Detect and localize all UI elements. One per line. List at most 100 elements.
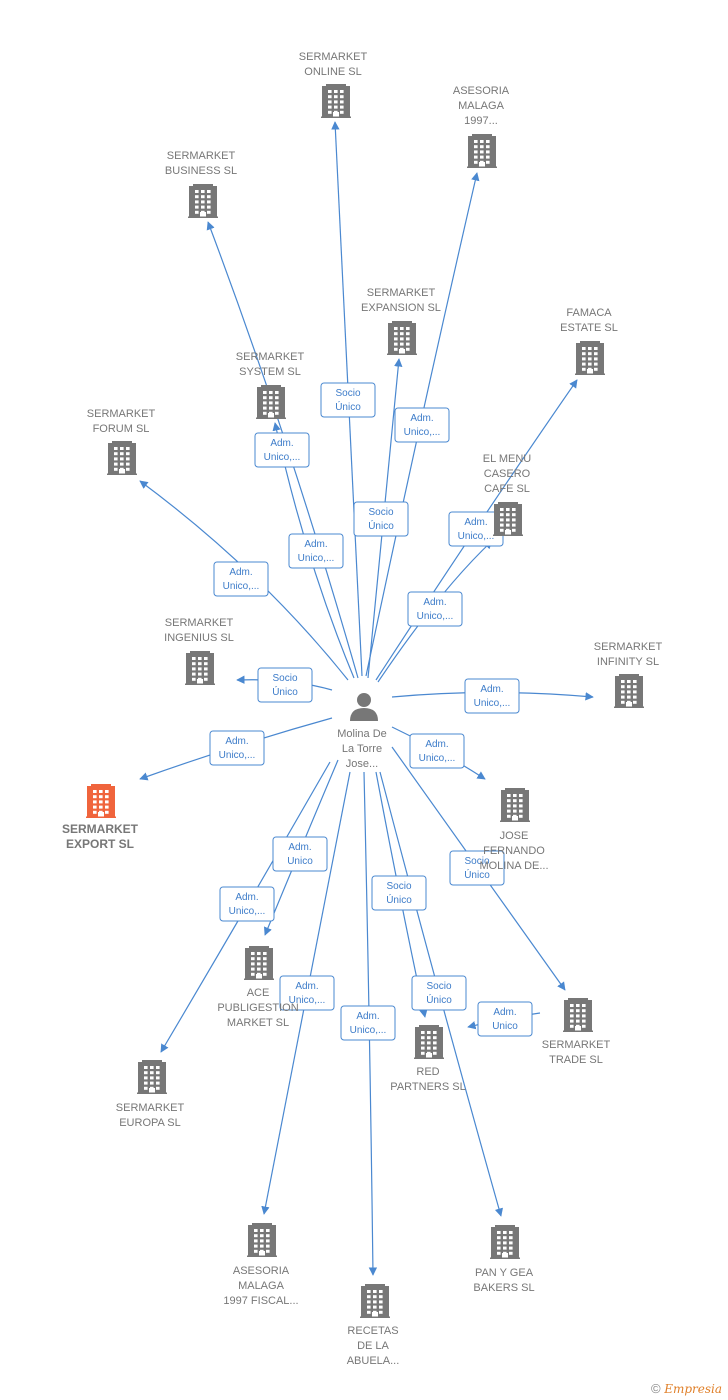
edge-label-text: Adm. (270, 438, 293, 449)
edge-label-asesoria97[interactable]: Adm. Unico,... (394, 407, 450, 443)
edge-label-forum[interactable]: Adm.Unico,... (213, 561, 269, 597)
edge-label-text: Unico,... (417, 611, 454, 622)
edge-label-text: Único (368, 519, 394, 532)
edge-label-text: Único (464, 868, 490, 881)
building-icon (467, 134, 497, 168)
edge-label-text: Unico (287, 856, 313, 867)
edge-label-text: Adm. (464, 517, 487, 528)
building-icon (244, 946, 274, 980)
edge-label-asesoriafiscal[interactable]: Adm.Unico,... (279, 975, 335, 1011)
node-label-line: PAN Y GEA (475, 1267, 534, 1279)
node-label-line: SERMARKET (367, 287, 436, 299)
edge-label-text: Adm. (480, 684, 503, 695)
building-icon (360, 1284, 390, 1318)
node-label-line: ESTATE SL (560, 322, 618, 334)
node-label-line: BAKERS SL (473, 1282, 534, 1294)
building-icon (490, 1225, 520, 1259)
node-label-line: TRADE SL (549, 1054, 603, 1066)
node-label-line: SERMARKET (167, 150, 236, 162)
node-label-line: SERMARKET (62, 822, 139, 836)
node-label-line: FORUM SL (93, 423, 150, 435)
edge-label-text: Adm. (304, 539, 327, 550)
edge-label-export[interactable]: Adm.Unico,... (209, 730, 265, 766)
edge-label-text: Adm. (288, 842, 311, 853)
edge-label-red[interactable]: Adm.Unico (477, 1001, 533, 1037)
node-label-line: JOSE (500, 830, 529, 842)
building-icon (563, 998, 593, 1032)
edge-label-business[interactable]: Adm.Unico,... (254, 432, 310, 468)
edge-label-text: Adm. (410, 413, 433, 424)
edge-label-jose[interactable]: Adm.Unico,... (409, 733, 465, 769)
building-icon (256, 385, 286, 419)
person-icon (350, 693, 378, 721)
edge-label-text: Unico,... (298, 553, 335, 564)
edge-label-recetas[interactable]: Adm.Unico,... (340, 1005, 396, 1041)
building-icon (321, 84, 351, 118)
company-node-pangea[interactable]: PAN Y GEA BAKERS SL (473, 1225, 535, 1294)
node-label-line: SERMARKET (165, 617, 234, 629)
node-label-line: SERMARKET (299, 51, 368, 63)
company-node-asesoria97[interactable]: ASESORIAMALAGA1997... (453, 85, 510, 168)
edge-label-ace[interactable]: Adm. Unico (272, 836, 328, 872)
building-icon (493, 502, 523, 536)
node-label-line: CASERO (484, 468, 531, 480)
node-label-line: INGENIUS SL (164, 632, 234, 644)
node-label-line: 1997 FISCAL... (223, 1295, 298, 1307)
edge-label-text: Adm. (235, 892, 258, 903)
brand-logo-text[interactable]: Empresia (664, 1382, 722, 1396)
node-label-line: La Torre (342, 743, 382, 755)
node-label-line: ACE (247, 987, 270, 999)
building-icon (185, 651, 215, 685)
edge-label-text: Único (335, 400, 361, 413)
node-label-line: Jose... (346, 758, 378, 770)
node-label-line: EL MENU (483, 453, 532, 465)
edge-label-text: Unico,... (404, 427, 441, 438)
edge-label-europa[interactable]: Adm.Unico,... (219, 886, 275, 922)
edge-label-text: Adm. (356, 1011, 379, 1022)
building-icon (137, 1060, 167, 1094)
node-label-line: PUBLIGESTION (217, 1002, 298, 1014)
node-label-line: ASESORIA (233, 1265, 290, 1277)
edge-label-text: Adm. (225, 736, 248, 747)
building-icon (107, 441, 137, 475)
node-label-line: 1997... (464, 115, 498, 127)
edge-label-system[interactable]: Adm. Unico,... (288, 533, 344, 569)
node-label-line: SERMARKET (236, 351, 305, 363)
node-label-line: MALAGA (458, 100, 505, 112)
edge-label-text: Socio (386, 881, 411, 892)
edge-label-text: Socio (335, 388, 360, 399)
building-icon (247, 1223, 277, 1257)
node-label-line: MOLINA DE... (479, 860, 548, 872)
node-label-line: RECETAS (347, 1325, 398, 1337)
node-label-line: EXPORT SL (66, 837, 134, 851)
edge-label-infinity[interactable]: Adm.Unico,... (464, 678, 520, 714)
edge-label-text: Socio (464, 856, 489, 867)
company-node-ingenius[interactable]: SERMARKET INGENIUS SL (164, 617, 234, 685)
edge-label-menu[interactable]: Adm.Unico,... (407, 591, 463, 627)
